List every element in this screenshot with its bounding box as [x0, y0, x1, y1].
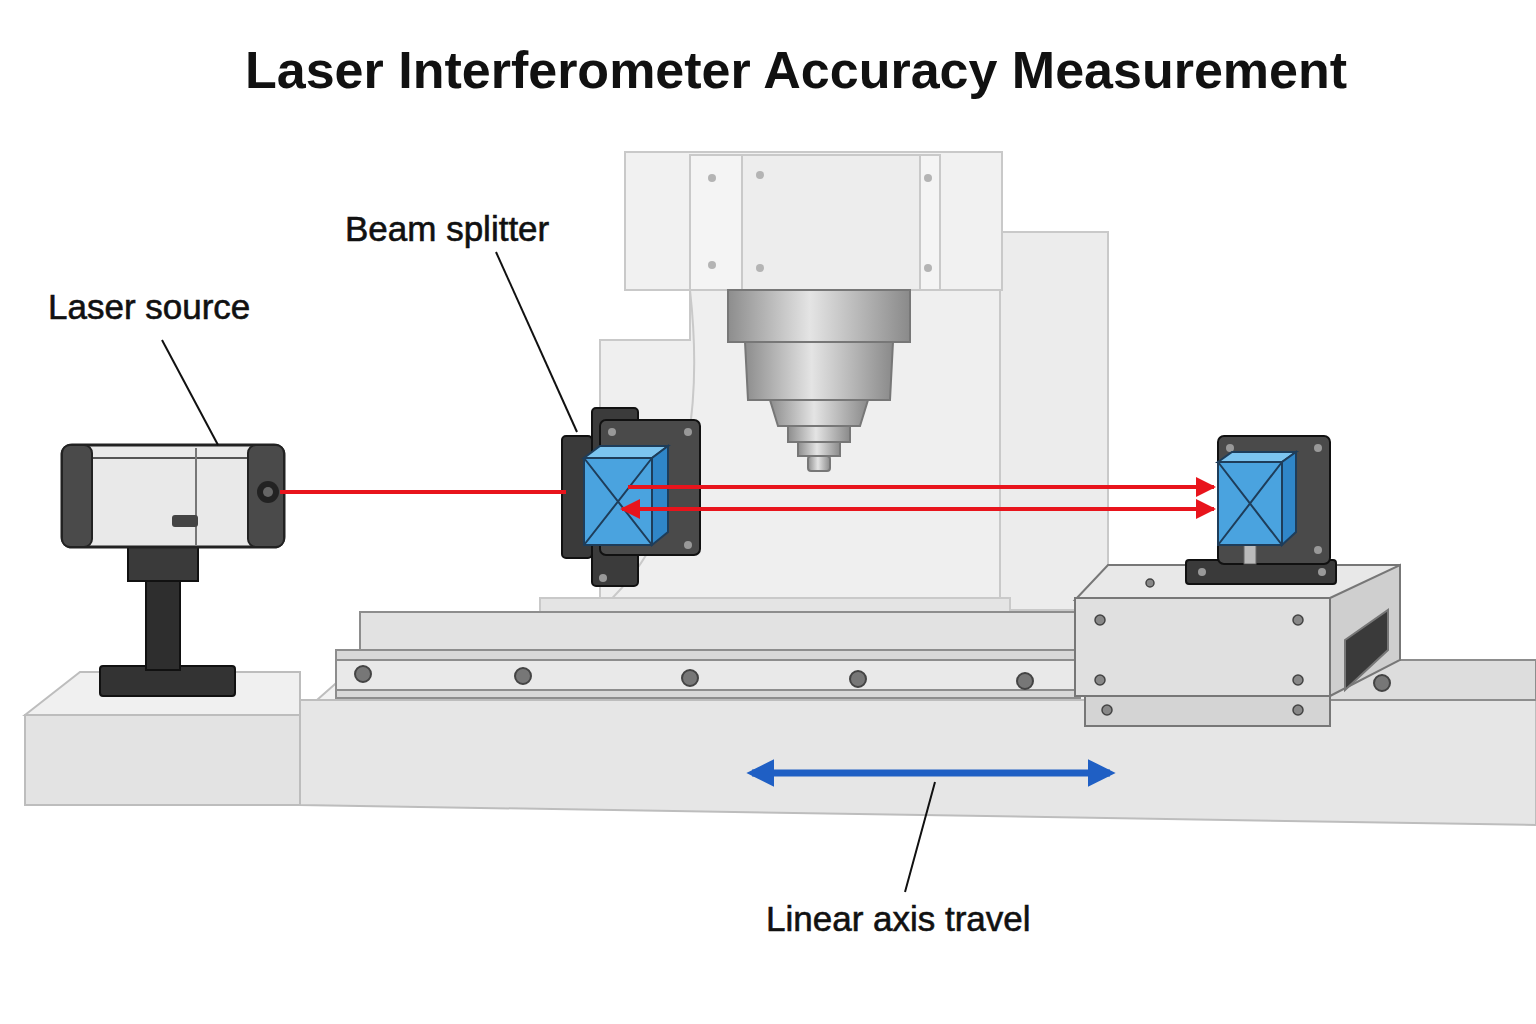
- part-label: Linear axis travel: [766, 899, 1031, 939]
- diagram-title: Laser Interferometer Accuracy Measuremen…: [245, 40, 1347, 100]
- machine-column: [540, 152, 1108, 612]
- laser-beams: [280, 487, 1214, 509]
- carriage: [1075, 565, 1400, 726]
- leader-lines: [162, 252, 935, 892]
- travel-arrow: [752, 770, 1110, 777]
- part-label: Laser source: [48, 287, 250, 327]
- beam-splitter: [562, 408, 700, 586]
- machine-bolts: [708, 171, 932, 272]
- carriage-bolts: [1095, 574, 1303, 715]
- spindle: [728, 290, 910, 471]
- laser-source: [62, 445, 284, 696]
- part-label: Beam splitter: [345, 209, 549, 249]
